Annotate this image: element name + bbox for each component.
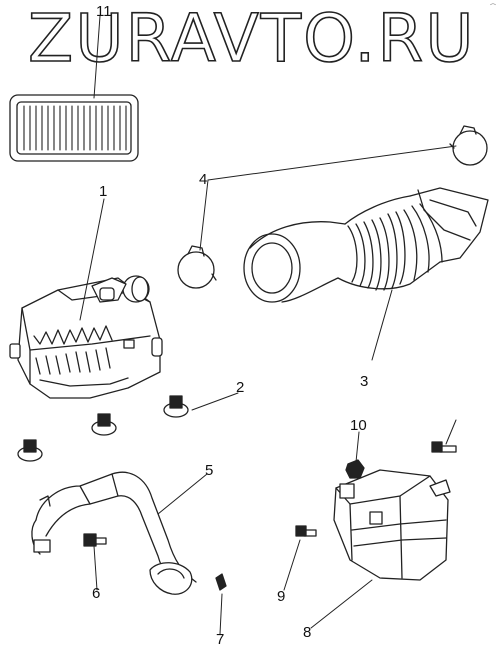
callout-10: 10 (350, 417, 367, 434)
clip-6-drawing (83, 533, 107, 547)
callout-8: 8 (303, 624, 312, 641)
bolt-1-drawing (163, 395, 189, 418)
callout-4: 4 (199, 171, 208, 188)
callout-2: 2 (236, 379, 245, 396)
clip-9-drawing (295, 525, 317, 537)
intake-hose-drawing (243, 187, 489, 303)
bolt-3-drawing (17, 439, 43, 462)
corner-mark: ⌒ (489, 5, 496, 11)
clip-7-drawing (215, 573, 227, 591)
callout-1: 1 (99, 183, 108, 200)
leader-lines (79, 15, 457, 635)
air-filter-element-drawing (9, 94, 139, 162)
callout-3: 3 (360, 373, 369, 390)
hose-clamp-upper-drawing (449, 125, 488, 166)
air-duct-drawing (31, 471, 197, 595)
air-cleaner-housing-drawing (9, 275, 163, 399)
hose-clamp-lower-drawing (177, 245, 217, 289)
callout-6: 6 (92, 585, 101, 602)
callout-11: 11 (96, 3, 112, 20)
callout-5: 5 (205, 462, 214, 479)
nut-10-drawing (345, 459, 365, 479)
callout-9: 9 (277, 588, 286, 605)
bolt-2-drawing (91, 413, 117, 436)
watermark-text: ZURAVTO.RU (27, 0, 476, 77)
bolt-upper-right-drawing (431, 441, 457, 453)
resonator-drawing (333, 469, 451, 581)
callout-7: 7 (216, 631, 225, 648)
